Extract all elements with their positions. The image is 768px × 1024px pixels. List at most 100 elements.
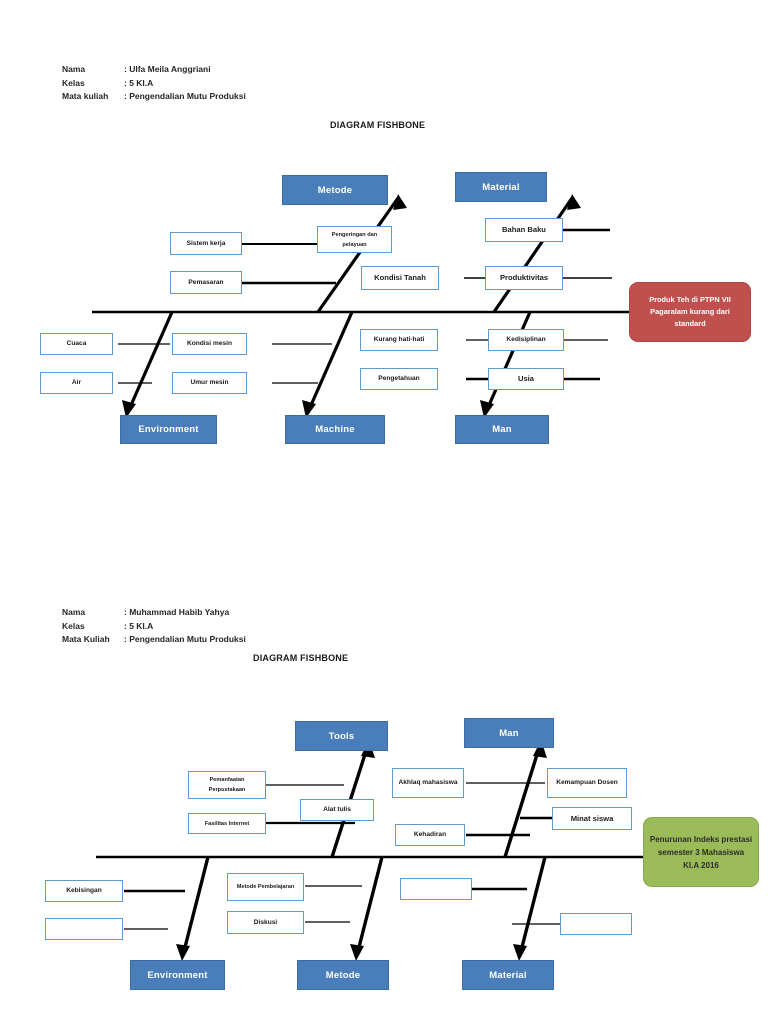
- category-label-material-2: Material: [489, 969, 527, 981]
- rib-environment-2: [181, 856, 210, 956]
- category-label-material: Material: [482, 181, 520, 193]
- meta-row-kelas-1: Kelas : 5 KI.A: [62, 77, 246, 91]
- cause-label-pengeringan-pelayuan: Pengeringan dan pelayuan: [331, 231, 378, 248]
- cause-box-sistem-kerja[interactable]: Sistem kerja: [170, 232, 242, 255]
- rib-material-2: [518, 856, 547, 956]
- cause-box-environment-blank[interactable]: [45, 918, 123, 940]
- cause-label-pengetahuan: Pengetahuan: [378, 375, 420, 382]
- category-box-man-2[interactable]: Man: [464, 718, 554, 748]
- category-label-environment-2: Environment: [147, 969, 208, 981]
- cause-box-pemasaran[interactable]: Pemasaran: [170, 271, 242, 294]
- category-label-tools: Tools: [328, 730, 355, 742]
- category-box-metode[interactable]: Metode: [282, 175, 388, 205]
- cause-box-kemampuan-dosen[interactable]: Kemampuan Dosen: [547, 768, 627, 798]
- student-meta-block-1: Nama : Ulfa Meila Anggriani Kelas : 5 KI…: [62, 63, 246, 104]
- category-label-environment: Environment: [138, 424, 199, 435]
- cause-label-umur-mesin: Umur mesin: [190, 379, 229, 386]
- cause-box-cuaca[interactable]: Cuaca: [40, 333, 113, 355]
- meta-label-kelas-1: Kelas: [62, 77, 85, 88]
- category-box-material[interactable]: Material: [455, 172, 547, 202]
- rib-environment: [126, 311, 174, 413]
- rib-environment-2-arrowhead: [176, 944, 190, 961]
- cause-box-alat-tulis[interactable]: Alat tulis: [300, 799, 374, 821]
- rib-environment-arrowhead: [122, 400, 136, 418]
- rib-metode-arrowhead: [393, 194, 407, 210]
- student-meta-block-2: Nama : Muhammad Habib Yahya Kelas : 5 KI…: [62, 606, 246, 647]
- rib-material-2-arrowhead: [513, 944, 527, 961]
- cause-box-pengeringan-pelayuan[interactable]: Pengeringan dan pelayuan: [317, 226, 392, 253]
- cause-box-pengetahuan[interactable]: Pengetahuan: [360, 368, 438, 390]
- cause-label-pemasaran: Pemasaran: [188, 278, 224, 286]
- cause-box-air[interactable]: Air: [40, 372, 113, 394]
- meta-value-nama-1: : Ulfa Meila Anggriani: [124, 64, 211, 74]
- cause-label-cuaca: Cuaca: [66, 340, 87, 347]
- effect-box-2[interactable]: Penurunan Indeks prestasi semester 3 Mah…: [643, 817, 759, 887]
- category-box-environment-2[interactable]: Environment: [130, 960, 225, 990]
- rib-metode: [316, 197, 400, 313]
- cause-box-material-blank-2[interactable]: [560, 913, 632, 935]
- cause-label-akhlaq-mahasiswa: Akhlaq mahasiswa: [398, 779, 458, 786]
- effect-box-1[interactable]: Produk Teh di PTPN VII Pagaralam kurang …: [629, 282, 751, 342]
- rib-man-2-arrowhead: [533, 740, 547, 758]
- cause-label-kemampuan-dosen: Kemampuan Dosen: [556, 779, 618, 786]
- category-label-man: Man: [492, 424, 512, 435]
- rib-machine-arrowhead: [302, 400, 316, 418]
- cause-box-pemanfaatan-perpustakaan[interactable]: Pemanfaatan Perpustakaan: [188, 771, 266, 799]
- effect-label-1: Produk Teh di PTPN VII Pagaralam kurang …: [649, 295, 731, 328]
- cause-box-fasilitas-internet[interactable]: Fasilitas Internet: [188, 813, 266, 834]
- cause-label-pemanfaatan-perpustakaan: Pemanfaatan Perpustakaan: [208, 777, 246, 793]
- diagram-title-1: DIAGRAM FISHBONE: [330, 120, 426, 130]
- rib-man-arrowhead: [480, 400, 494, 418]
- meta-row-matkul-2: Mata Kuliah : Pengendalian Mutu Produksi: [62, 633, 246, 647]
- category-box-machine[interactable]: Machine: [285, 415, 385, 444]
- rib-metode-2-arrowhead: [350, 944, 364, 961]
- cause-box-material-blank-1[interactable]: [400, 878, 472, 900]
- fishbone-diagram-2: Tools Man Environment Metode Material Pe…: [0, 705, 768, 1005]
- rib-material-arrowhead: [567, 194, 581, 210]
- cause-box-diskusi[interactable]: Diskusi: [227, 911, 304, 934]
- cause-box-minat-siswa[interactable]: Minat siswa: [552, 807, 632, 830]
- cause-box-kondisi-tanah[interactable]: Kondisi Tanah: [361, 266, 439, 290]
- category-label-metode: Metode: [317, 184, 353, 196]
- rib-material: [492, 197, 574, 313]
- category-box-tools[interactable]: Tools: [295, 721, 388, 751]
- meta-label-kelas-2: Kelas: [62, 620, 85, 631]
- cause-label-usia: Usia: [517, 374, 535, 383]
- cause-label-alat-tulis: Alat tulis: [323, 806, 351, 813]
- meta-row-kelas-2: Kelas : 5 KI.A: [62, 620, 246, 634]
- category-label-man-2: Man: [499, 727, 519, 739]
- meta-value-matkul-2: : Pengendalian Mutu Produksi: [124, 634, 246, 644]
- category-box-environment[interactable]: Environment: [120, 415, 217, 444]
- rib-man: [484, 311, 532, 413]
- cause-box-kebisingan[interactable]: Kebisingan: [45, 880, 123, 902]
- cause-label-kedisiplinan: Kedisiplinan: [506, 336, 546, 343]
- meta-label-nama-1: Nama: [62, 64, 86, 74]
- cause-box-usia[interactable]: Usia: [488, 368, 564, 390]
- cause-box-produktivitas[interactable]: Produktivitas: [485, 266, 563, 290]
- meta-label-nama-2: Nama: [62, 607, 86, 617]
- cause-label-produktivitas: Produktivitas: [499, 273, 549, 282]
- cause-label-kehadiran: Kehadiran: [413, 831, 447, 838]
- cause-label-fasilitas-internet: Fasilitas Internet: [204, 820, 250, 827]
- cause-box-kondisi-mesin[interactable]: Kondisi mesin: [172, 333, 247, 355]
- cause-label-air: Air: [71, 379, 82, 386]
- category-box-metode-2[interactable]: Metode: [297, 960, 389, 990]
- meta-value-kelas-1: : 5 KI.A: [124, 77, 154, 88]
- cause-box-metode-pembelajaran[interactable]: Metode Pembelajaran: [227, 873, 304, 901]
- category-label-machine: Machine: [315, 424, 355, 435]
- fishbone-diagram-1: Metode Material Environment Machine Man …: [0, 160, 768, 460]
- cause-box-kehadiran[interactable]: Kehadiran: [395, 824, 465, 846]
- category-box-material-2[interactable]: Material: [462, 960, 554, 990]
- cause-label-kebisingan: Kebisingan: [66, 887, 102, 894]
- cause-label-diskusi: Diskusi: [253, 918, 278, 926]
- cause-label-sistem-kerja: Sistem kerja: [186, 239, 226, 247]
- meta-value-nama-2: : Muhammad Habib Yahya: [124, 607, 230, 617]
- cause-box-umur-mesin[interactable]: Umur mesin: [172, 372, 247, 394]
- cause-box-kedisiplinan[interactable]: Kedisiplinan: [488, 329, 564, 351]
- cause-label-kondisi-mesin: Kondisi mesin: [186, 340, 233, 347]
- cause-box-kurang-hati-hati[interactable]: Kurang hati-hati: [360, 329, 438, 351]
- cause-box-bahan-baku[interactable]: Bahan Baku: [485, 218, 563, 242]
- category-box-man[interactable]: Man: [455, 415, 549, 444]
- cause-box-akhlaq-mahasiswa[interactable]: Akhlaq mahasiswa: [392, 768, 464, 798]
